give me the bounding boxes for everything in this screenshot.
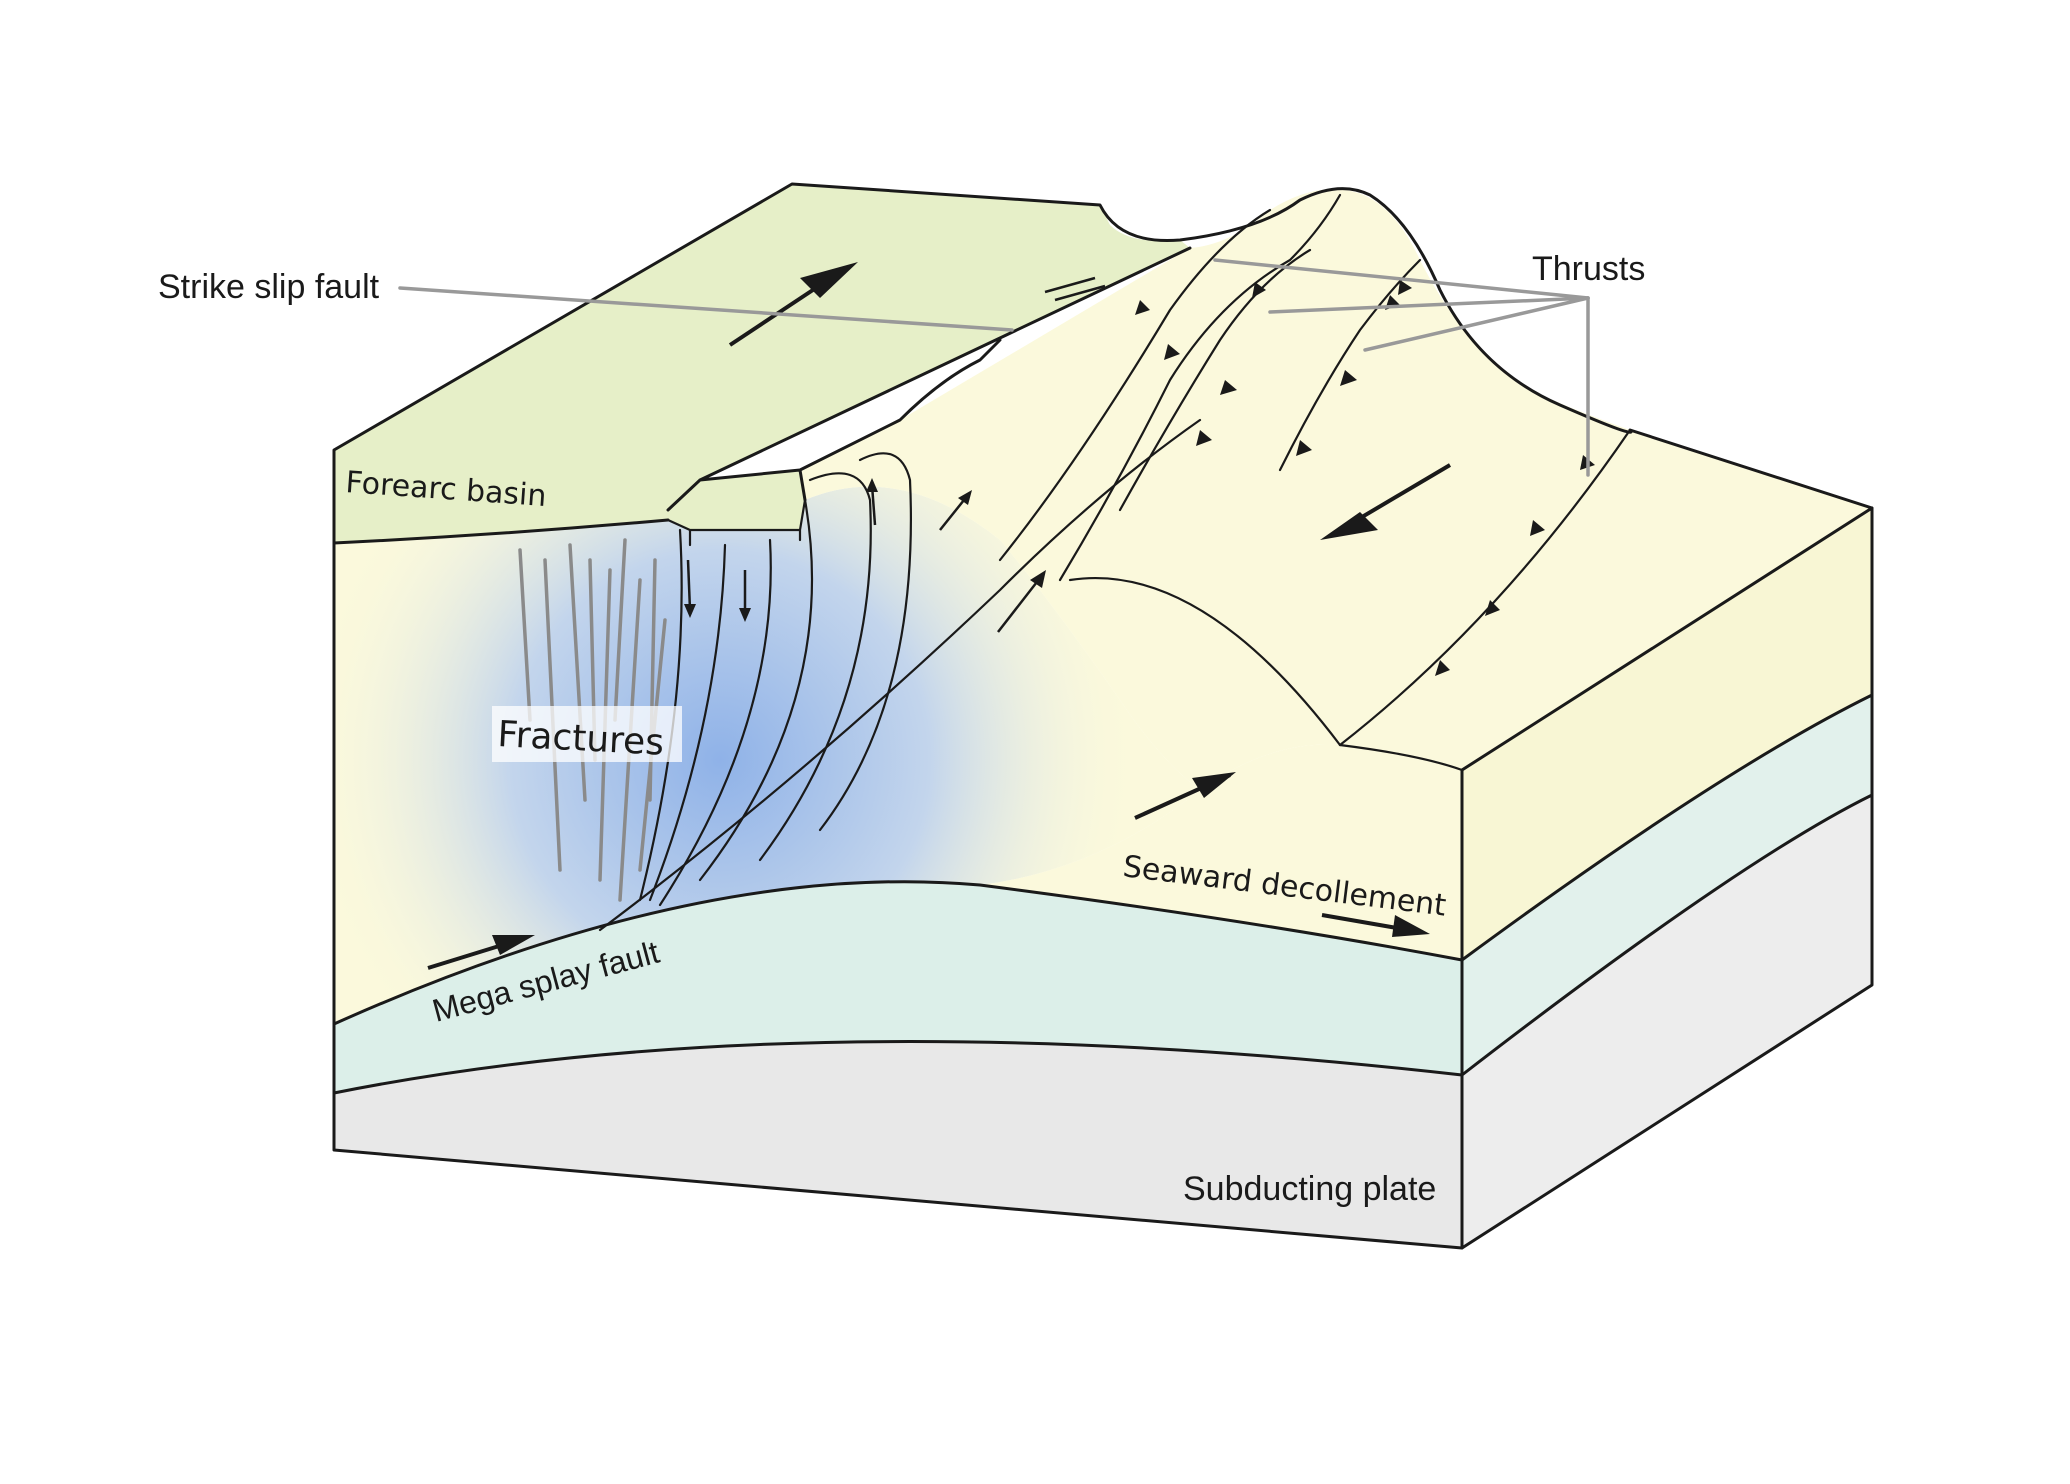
motion-arrows: [427, 262, 1452, 970]
leader-lines: [398, 258, 1590, 477]
subducting-plate-label: Subducting plate: [1183, 1170, 1436, 1208]
fractured-zone: [334, 486, 1200, 1025]
subducting-plate-top-front: [332, 1040, 1464, 1095]
thrust-arrow: [997, 577, 1041, 633]
thrust-arrowhead: [1030, 570, 1046, 588]
fractures-label: Fractures: [497, 714, 666, 764]
ridge-cross-line: [1068, 576, 1342, 747]
fracture-line: [518, 548, 532, 722]
wedge-arrowhead: [1192, 772, 1236, 798]
thrusts-leader-1: [1213, 258, 1590, 300]
top-right-edge: [1460, 506, 1874, 772]
ridge-arrowhead: [1320, 512, 1378, 540]
wedge-side-face: [1462, 508, 1872, 960]
subducting-plate-top-side: [1460, 793, 1874, 1077]
normal-fault-4: [698, 498, 814, 882]
strike-slip-arrow: [1054, 284, 1106, 302]
thrust-teeth: [1135, 280, 1595, 676]
normal-arrowhead: [684, 604, 696, 618]
thrust-arrowhead: [958, 490, 972, 505]
splay-arrowhead: [492, 935, 535, 955]
forearc-base-line: [332, 518, 670, 545]
fractures-label-bg: [492, 706, 682, 762]
middle-layer-front: [334, 881, 1462, 1093]
thrust-line-1: [1058, 193, 1342, 582]
forearc-arrowhead: [800, 262, 858, 298]
normal-arrowhead: [739, 608, 751, 622]
thrust-line-2: [1118, 248, 1312, 512]
forearc-basin-front: [334, 450, 668, 543]
middle-layer-side: [1462, 695, 1872, 1075]
normal-arrow: [686, 559, 692, 611]
forearc-basin-top: [334, 184, 1190, 543]
mega-splay-fault-line: [598, 418, 1202, 932]
middle-layer-top-side: [1460, 693, 1874, 962]
normal-fault-6: [818, 452, 912, 832]
strike-slip-arrow: [1044, 276, 1096, 294]
ridge-cross-line-2: [1338, 743, 1464, 772]
normal-fault-3: [658, 538, 772, 907]
forearc-step-edge: [666, 246, 1192, 512]
thrust-line-3: [1278, 258, 1422, 472]
seaward-wedge-front: [980, 744, 1462, 960]
decollement-arrowhead: [1392, 915, 1430, 937]
thrust-front-1: [998, 208, 1272, 562]
subducting-plate-side: [1462, 795, 1872, 1248]
forearc-step-front: [668, 470, 805, 530]
thrusts-leader-2: [1268, 296, 1590, 314]
thrust-arrowhead: [866, 478, 878, 492]
normal-fault-2: [648, 543, 727, 902]
decollement-line: [332, 880, 1464, 1026]
thrusts-leader-3: [1363, 296, 1590, 352]
thrusts-label: Thrusts: [1532, 250, 1645, 288]
fracture-line: [613, 538, 627, 722]
ridge-top: [800, 189, 1872, 790]
forearc-step-inner: [666, 498, 807, 547]
subducting-plate-front: [334, 1041, 1462, 1248]
strike-slip-fault-label: Strike slip fault: [158, 268, 380, 306]
normal-fault-5: [758, 472, 872, 862]
strike-slip-leader: [398, 286, 1014, 332]
block-outline: [332, 182, 1874, 1250]
